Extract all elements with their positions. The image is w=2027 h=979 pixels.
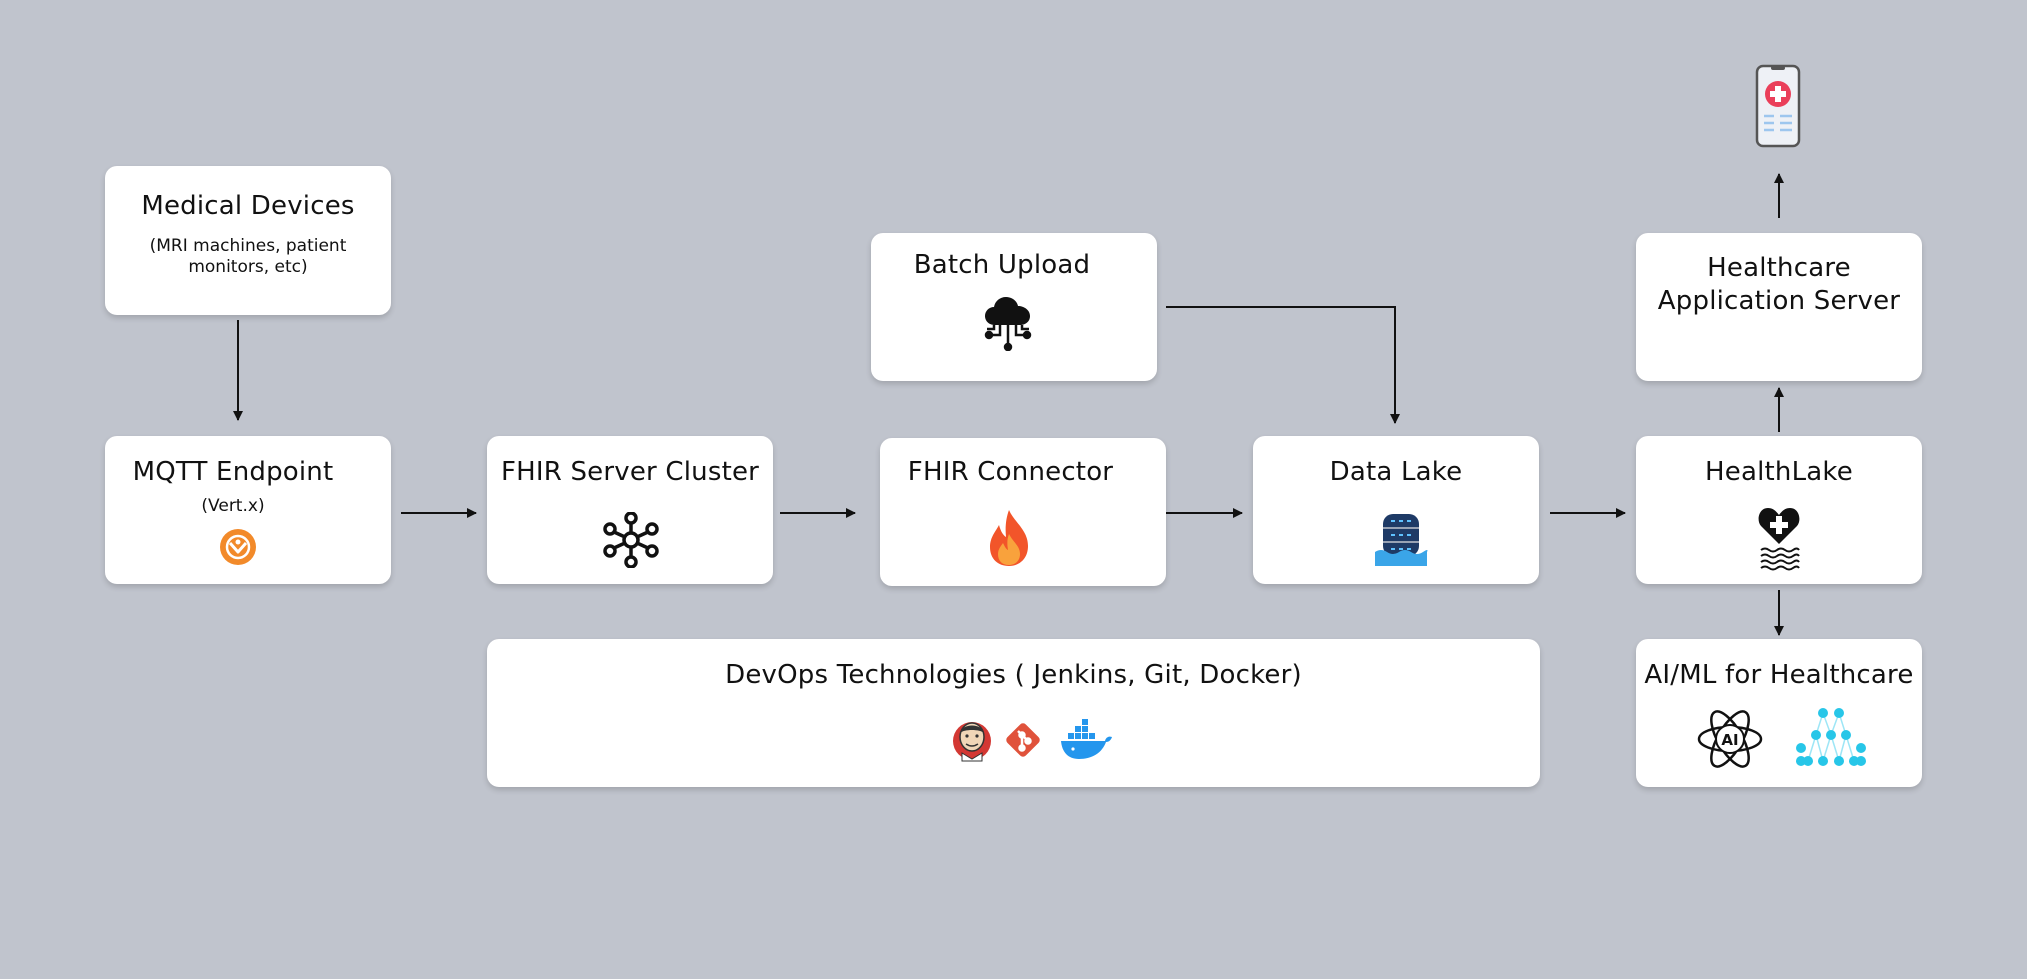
node-batch-upload: Batch Upload	[871, 233, 1157, 381]
neural-network-icon	[1796, 708, 1866, 766]
node-title: Data Lake	[1329, 457, 1463, 487]
node-title: Medical Devices	[141, 191, 355, 221]
jenkins-icon	[953, 722, 991, 762]
heart-plus-waves-icon	[1758, 508, 1800, 571]
node-title: DevOps Technologies ( Jenkins, Git, Dock…	[725, 660, 1302, 690]
node-title: AI/ML for Healthcare	[1644, 660, 1914, 690]
node-title: MQTT Endpoint	[132, 457, 334, 487]
arrow-batch-to-datalake	[1166, 306, 1400, 424]
node-medical-devices: Medical Devices (MRI machines, patient m…	[105, 166, 391, 315]
node-title: FHIR Server Cluster	[500, 457, 760, 487]
node-title: Batch Upload	[913, 250, 1091, 280]
network-hub-icon	[603, 512, 659, 568]
svg-text:AI: AI	[1721, 731, 1738, 749]
database-lake-icon	[1375, 514, 1428, 566]
cloud-upload-icon	[984, 297, 1032, 351]
node-fhir-server-cluster: FHIR Server Cluster	[487, 436, 773, 584]
ai-atom-icon: AI	[1697, 710, 1763, 768]
node-subtitle: (Vert.x)	[201, 496, 265, 516]
node-subtitle: (MRI machines, patient monitors, etc)	[149, 236, 347, 277]
node-healthcare-app-server: Healthcare Application Server	[1636, 233, 1922, 381]
medical-phone-icon	[1755, 64, 1801, 148]
flame-icon	[990, 510, 1028, 566]
node-healthlake: HealthLake	[1636, 436, 1922, 584]
node-title: HealthLake	[1705, 457, 1853, 487]
git-icon	[1006, 723, 1040, 757]
node-title-line1: Healthcare	[1707, 253, 1851, 283]
node-mqtt-endpoint: MQTT Endpoint (Vert.x)	[105, 436, 391, 584]
node-title: FHIR Connector	[907, 457, 1114, 487]
node-fhir-connector: FHIR Connector	[880, 438, 1166, 586]
node-aiml-healthcare: AI/ML for Healthcare AI	[1636, 639, 1922, 787]
node-devops-technologies: DevOps Technologies ( Jenkins, Git, Dock…	[487, 639, 1540, 787]
docker-icon	[1061, 719, 1112, 759]
vertx-logo-icon	[220, 529, 256, 565]
node-data-lake: Data Lake	[1253, 436, 1539, 584]
node-title-line2: Application Server	[1657, 286, 1901, 316]
